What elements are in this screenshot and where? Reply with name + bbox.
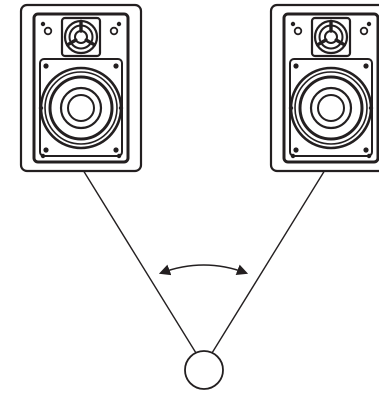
listener-head-icon — [184, 350, 224, 390]
right-sight-line — [211, 169, 326, 354]
left-sight-line — [82, 169, 197, 354]
angle-arrow-icon — [158, 264, 249, 276]
left-speaker-icon — [19, 3, 143, 173]
right-speaker-icon — [269, 3, 379, 173]
